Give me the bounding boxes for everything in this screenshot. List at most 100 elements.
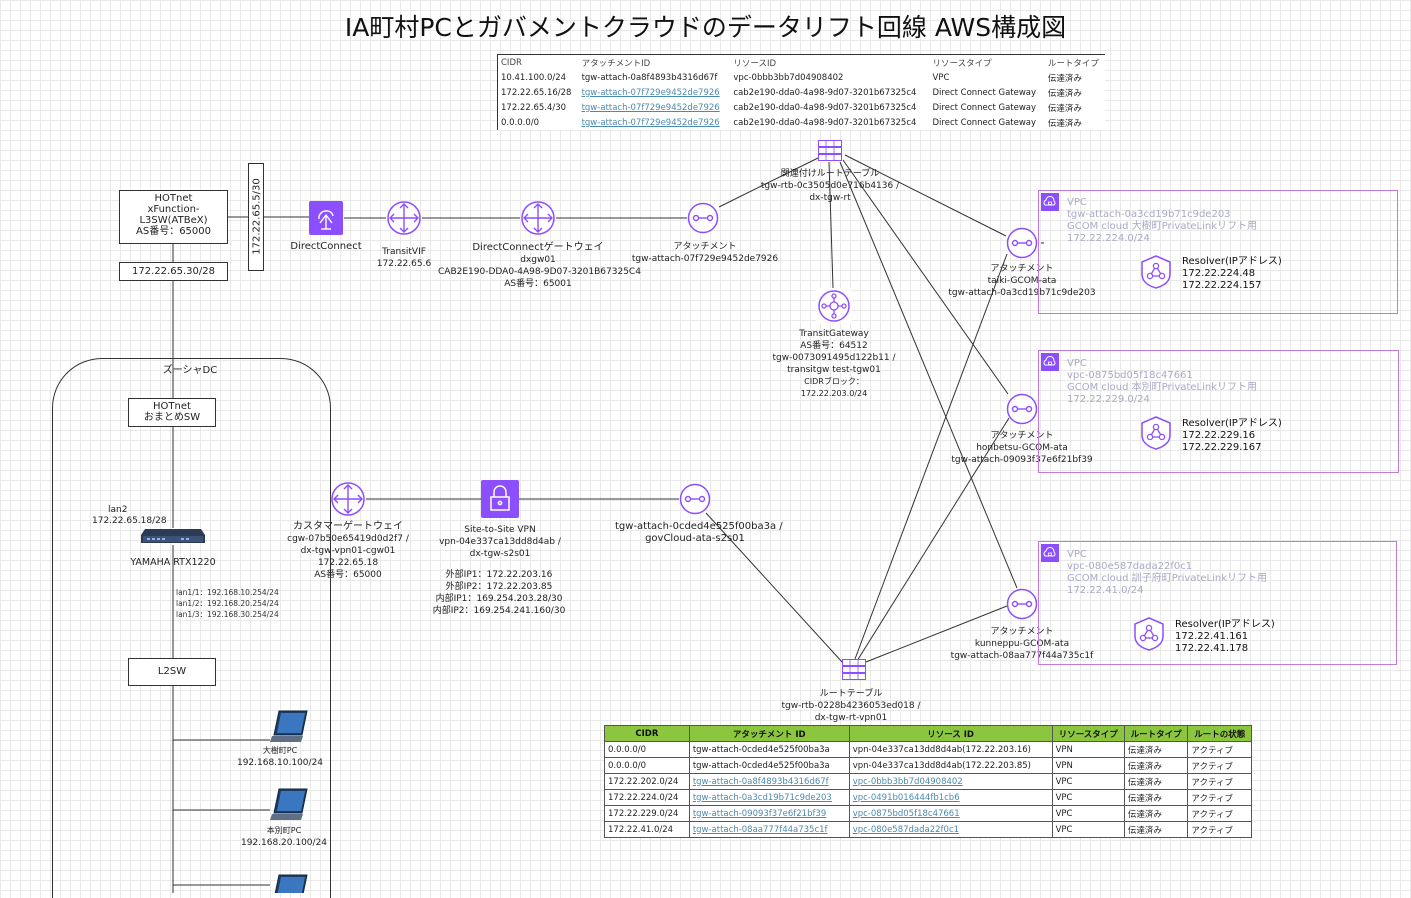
transit-gateway-icon[interactable] <box>816 288 852 324</box>
table-cell: VPC <box>1051 773 1125 790</box>
attachment-taiki-id: tgw-attach-0a3cd19b71c9de203 <box>948 288 1096 298</box>
table-cell-link[interactable]: tgw-attach-09093f37e6f21bf39 <box>688 805 850 822</box>
table-cell: 伝達済み <box>1123 757 1189 774</box>
route-table-vpn-id: tgw-rtb-0228b4236053ed018 / <box>781 701 921 711</box>
table-header-row: CIDR アタッチメント ID リソース ID リソースタイプ ルートタイプ ル… <box>604 725 1252 742</box>
attachment-taiki-name: アタッチメント <box>990 264 1054 274</box>
attachment-taiki-icon[interactable] <box>1006 227 1038 259</box>
laptop-icon[interactable] <box>270 873 310 893</box>
hotnet-l3sw-box[interactable]: HOTnet xFunction- L3SW(ATBeX) AS番号：65000 <box>119 190 228 244</box>
l2sw-box[interactable]: L2SW <box>128 658 216 686</box>
site-to-site-vpn-name: Site-to-Site VPN <box>464 525 536 535</box>
vpc-cidr: 172.22.229.0/24 <box>1067 394 1150 405</box>
vlink-ip-label: 172.22.65.5/30 <box>251 178 263 255</box>
table-cell: 伝達済み <box>1047 88 1082 99</box>
vlink-ip-box[interactable]: 172.22.65.5/30 <box>248 163 264 271</box>
resolver-label: Resolver(IPアドレス) <box>1182 256 1282 267</box>
route-table-assoc-label: 関連付けルートテーブル tgw-rtb-0c3505d0e716b4136 / … <box>755 168 905 204</box>
attachment-taiki-alias: taiki-GCOM-ata <box>987 276 1057 286</box>
table-cell: VPC <box>1051 789 1125 806</box>
table-cell: 0.0.0.0/0 <box>604 741 690 758</box>
table-row: 0.0.0.0/0 tgw-attach-0cded4e525f00ba3a v… <box>604 741 1252 758</box>
vpn-outer-ip-1: 外部IP1：172.22.203.16 <box>445 570 553 580</box>
route-table-assoc-alias: dx-tgw-rt <box>809 193 851 203</box>
table-cell: アクティブ <box>1187 741 1252 758</box>
resolver-icon <box>1131 616 1167 652</box>
table-cell-link[interactable]: tgw-attach-0a3cd19b71c9de203 <box>688 789 850 806</box>
route-table-assoc-icon[interactable] <box>818 140 842 162</box>
table-row: 172.22.41.0/24 tgw-attach-08aa777f44a735… <box>604 821 1252 838</box>
attachment-kunneppu-alias: kunneppu-GCOM-ata <box>974 639 1070 649</box>
table-row: 10.41.100.0/24 tgw-attach-0a8f4893b4316d… <box>498 70 1106 85</box>
dx-gateway-as: AS番号：65001 <box>504 279 572 289</box>
transit-gateway-as: AS番号：64512 <box>800 341 868 351</box>
attachment-dx-label: アタッチメント tgw-attach-07f729e9452de7926 <box>630 241 780 265</box>
router-name: YAMAHA RTX1220 <box>130 557 216 568</box>
table-cell: Direct Connect Gateway <box>932 102 1037 113</box>
table-cell-link[interactable]: tgw-attach-07f729e9452de7926 <box>581 117 720 128</box>
vpc-box-kunneppu[interactable]: VPC vpc-080e587dada22f0c1 GCOM cloud 訓子府… <box>1038 541 1397 665</box>
table-cell: 172.22.65.4/30 <box>501 102 567 113</box>
router-lan1-list: lan1/1：192.168.10.254/24 lan1/2：192.168.… <box>176 587 316 620</box>
customer-gateway-alias: dx-tgw-vpn01-cgw01 <box>300 546 396 556</box>
vpc-desc: GCOM cloud 訓子府町PrivateLinkリフト用 <box>1067 573 1268 584</box>
transit-vif-icon[interactable] <box>386 200 422 236</box>
customer-gateway-label: カスタマーゲートウェイ cgw-07b50e65419d0d2f7 / dx-t… <box>272 521 424 581</box>
dx-gateway-icon[interactable] <box>520 200 556 236</box>
site-to-site-vpn-icon[interactable] <box>481 480 519 518</box>
pc-honbetsu-ip: 192.168.20.100/24 <box>240 838 328 848</box>
table-cell: アクティブ <box>1187 821 1252 838</box>
table-header: アタッチメントID <box>581 58 651 69</box>
table-cell: 伝達済み <box>1123 789 1189 806</box>
vpc-box-honbetsu[interactable]: VPC vpc-0875bd05f18c47661 GCOM cloud 本別町… <box>1038 350 1399 473</box>
table-cell: Direct Connect Gateway <box>932 87 1037 98</box>
table-row: 172.22.224.0/24 tgw-attach-0a3cd19b71c9d… <box>604 789 1252 806</box>
table-cell: VPC <box>932 72 950 83</box>
table-cell: tgw-attach-0cded4e525f00ba3a <box>688 757 850 774</box>
vpc-box-taiki[interactable]: VPC tgw-attach-0a3cd19b71c9de203 GCOM cl… <box>1038 190 1398 314</box>
attachment-honbetsu-icon[interactable] <box>1006 393 1038 425</box>
table-cell-link[interactable]: vpc-0bbb3bb7d04908402 <box>848 773 1053 790</box>
vpc-id: vpc-080e587dada22f0c1 <box>1067 561 1193 572</box>
router-icon[interactable] <box>141 527 205 545</box>
attachment-kunneppu-icon[interactable] <box>1006 588 1038 620</box>
hotnet-ip-box[interactable]: 172.22.65.30/28 <box>119 262 228 281</box>
site-to-site-vpn-id: vpn-04e337ca13dd8d4ab / <box>439 537 561 547</box>
vpc-icon <box>1041 353 1059 371</box>
attachment-dx-icon[interactable] <box>687 202 719 234</box>
directconnect-icon[interactable] <box>309 201 343 235</box>
table-cell-link[interactable]: tgw-attach-07f729e9452de7926 <box>581 87 720 98</box>
route-table-vpn-icon[interactable] <box>842 659 866 681</box>
table-cell: vpn-04e337ca13dd8d4ab(172.22.203.16) <box>848 741 1053 758</box>
omatome-sw-box[interactable]: HOTnet おまとめSW <box>128 398 216 427</box>
vpc-icon <box>1041 544 1059 562</box>
table-cell: 伝達済み <box>1047 73 1082 84</box>
site-to-site-vpn-ips: 外部IP1：172.22.203.16 外部IP2：172.22.203.85 … <box>414 569 584 617</box>
table-cell: 伝達済み <box>1123 821 1189 838</box>
table-cell-link[interactable]: tgw-attach-0a8f4893b4316d67f <box>688 773 850 790</box>
route-table-assoc-name: 関連付けルートテーブル <box>780 169 880 179</box>
laptop-icon[interactable] <box>270 709 310 745</box>
table-cell-link[interactable]: tgw-attach-07f729e9452de7926 <box>581 102 720 113</box>
route-table-vpn-label: ルートテーブル tgw-rtb-0228b4236053ed018 / dx-t… <box>776 688 926 724</box>
table-cell: 伝達済み <box>1123 805 1189 822</box>
hotnet-function-label: xFunction- <box>147 204 200 215</box>
table-cell: アクティブ <box>1187 773 1252 790</box>
router-lan2-ip: 172.22.65.18/28 <box>92 516 167 526</box>
resolver-ip-1: 172.22.229.16 <box>1182 430 1256 441</box>
vpc-desc: GCOM cloud 本別町PrivateLinkリフト用 <box>1067 382 1258 393</box>
table-cell-link[interactable]: vpc-0491b016444fb1cb6 <box>848 789 1053 806</box>
table-cell: 0.0.0.0/0 <box>604 757 690 774</box>
table-cell-link[interactable]: tgw-attach-08aa777f44a735c1f <box>688 821 850 838</box>
table-row: 172.22.65.16/28 tgw-attach-07f729e9452de… <box>498 85 1106 100</box>
attachment-dx-id: tgw-attach-07f729e9452de7926 <box>631 254 779 264</box>
customer-gateway-id: cgw-07b50e65419d0d2f7 / <box>287 534 409 544</box>
attachment-vpn-icon[interactable] <box>679 483 711 515</box>
transit-vif-label: TransitVIF 172.22.65.6 <box>354 246 454 270</box>
table-cell-link[interactable]: vpc-080e587dada22f0c1 <box>848 821 1053 838</box>
table-cell-link[interactable]: vpc-0875bd05f18c47661 <box>848 805 1053 822</box>
hotnet-label: HOTnet <box>154 193 193 204</box>
customer-gateway-icon[interactable] <box>330 481 366 517</box>
laptop-icon[interactable] <box>270 787 310 823</box>
table-cell: 172.22.224.0/24 <box>604 789 690 806</box>
